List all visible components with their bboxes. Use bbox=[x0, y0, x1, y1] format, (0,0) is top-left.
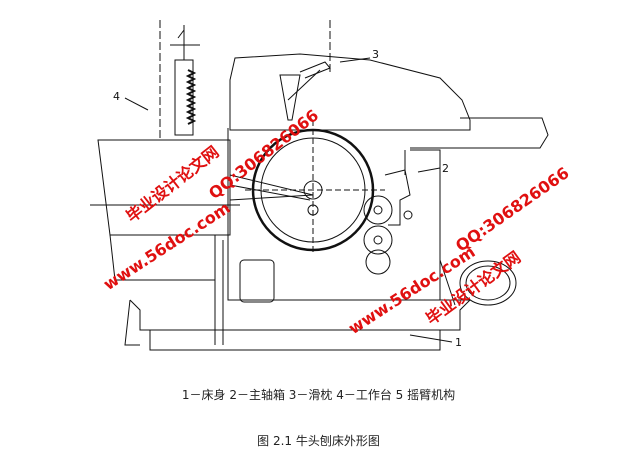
base-front bbox=[149, 330, 441, 351]
feed-mechanism bbox=[384, 169, 411, 226]
rocker-arm bbox=[229, 174, 314, 201]
figure-title: 图 2.1 牛头刨床外形图 bbox=[257, 434, 380, 448]
clamp-lever bbox=[299, 61, 331, 79]
label-2: 2 bbox=[442, 162, 449, 175]
label-4: 4 bbox=[113, 90, 120, 103]
gear-small-3 bbox=[365, 249, 391, 275]
label-3: 3 bbox=[372, 48, 379, 61]
label-1: 1 bbox=[455, 336, 462, 349]
gear-small-2 bbox=[363, 225, 393, 255]
shaper-drawing: 3 2 4 1 bbox=[90, 20, 549, 351]
ram-extension bbox=[410, 117, 549, 149]
legend-caption: 1－床身 2－主轴箱 3－滑枕 4－工作台 5 摇臂机构 bbox=[181, 388, 456, 402]
crank-handle bbox=[170, 29, 200, 46]
machine-bed bbox=[129, 299, 472, 331]
gearbox bbox=[239, 259, 275, 303]
motor bbox=[459, 260, 517, 306]
table-leg bbox=[124, 299, 140, 346]
gear-small-1 bbox=[363, 195, 393, 225]
ram-outline bbox=[229, 53, 471, 131]
worktable bbox=[97, 139, 231, 236]
tool-head bbox=[279, 74, 301, 121]
